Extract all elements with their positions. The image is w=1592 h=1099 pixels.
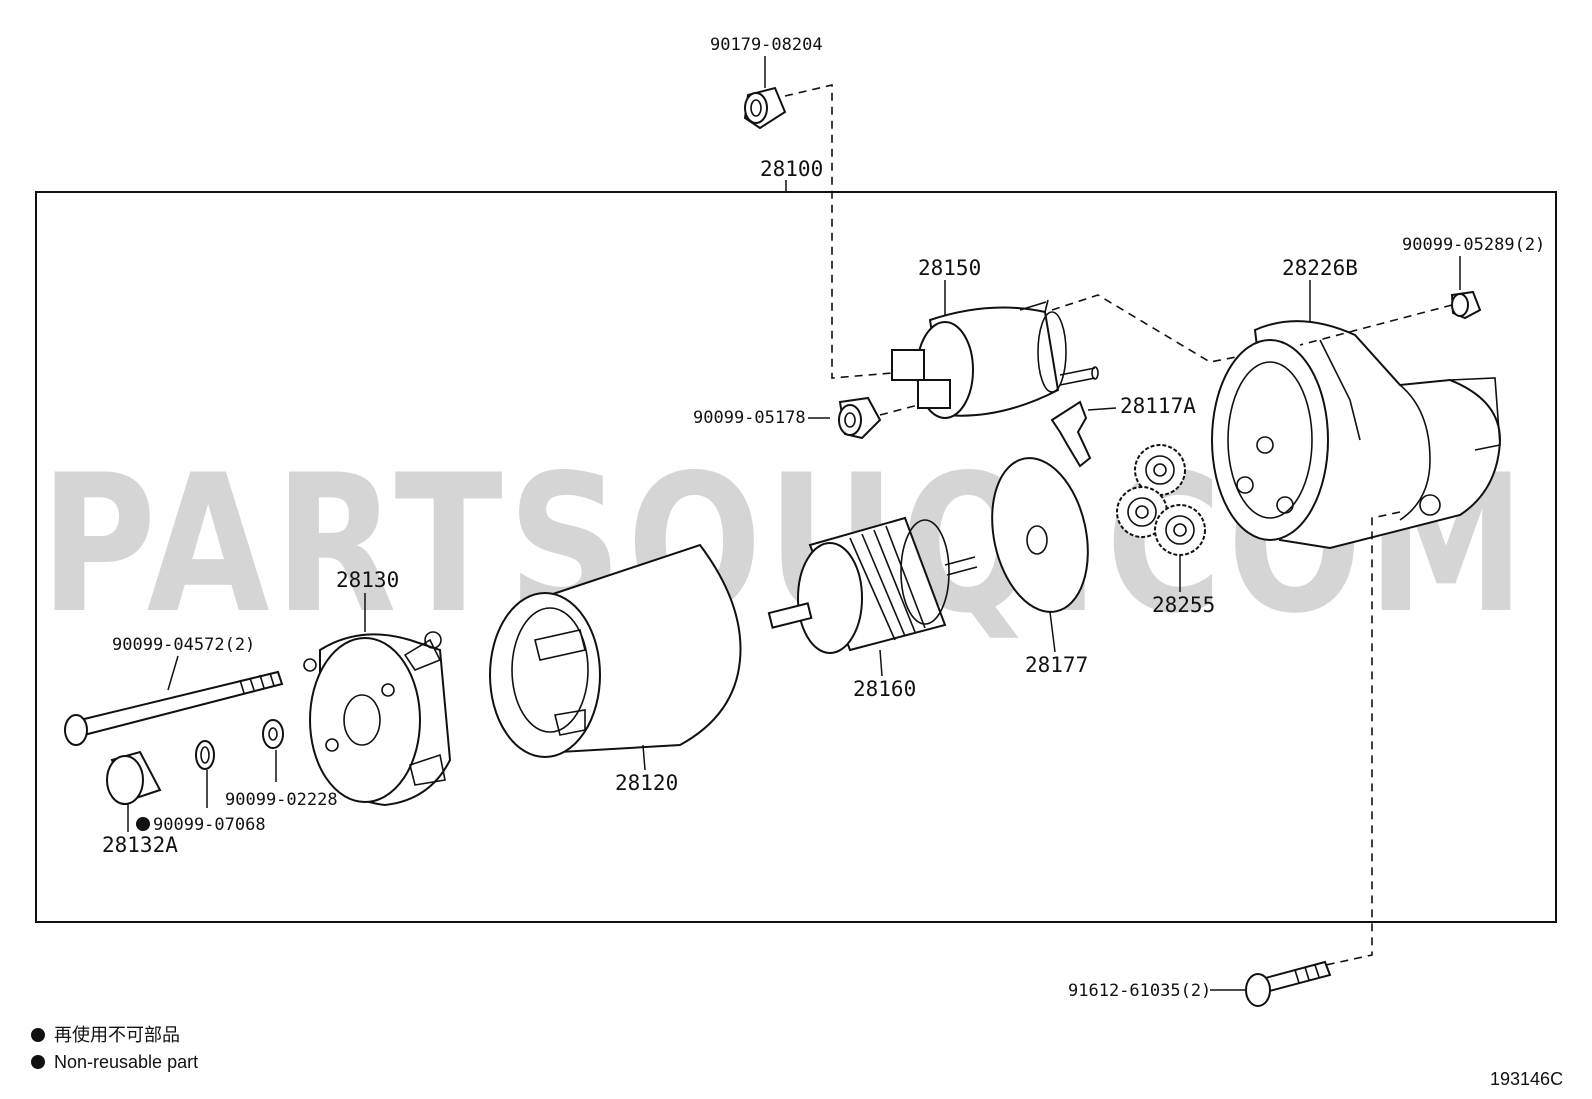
- label-90099-05289[interactable]: 90099-05289(2): [1402, 235, 1545, 255]
- dash-90179-to-solenoid: [784, 83, 906, 379]
- nut-90179-08204[interactable]: [743, 86, 787, 130]
- legend-japanese: 再使用不可部品: [54, 1025, 180, 1045]
- label-28100[interactable]: 28100: [760, 157, 823, 181]
- legend-bullet-jp: [31, 1028, 45, 1042]
- label-28150[interactable]: 28150: [918, 256, 981, 280]
- armature-28160[interactable]: [767, 516, 978, 654]
- label-28177[interactable]: 28177: [1025, 653, 1088, 677]
- non-reusable-mark: [136, 817, 150, 831]
- label-28160[interactable]: 28160: [853, 677, 916, 701]
- ring-90099-07068[interactable]: [195, 740, 215, 770]
- dash-05178: [879, 404, 919, 416]
- label-90099-04572[interactable]: 90099-04572(2): [112, 635, 255, 655]
- cap-28132A[interactable]: [106, 750, 162, 805]
- label-28117A[interactable]: 28117A: [1120, 394, 1196, 418]
- label-91612-61035[interactable]: 91612-61035(2): [1068, 981, 1211, 1001]
- diagram-code: 193146C: [1490, 1069, 1563, 1089]
- label-90179-08204[interactable]: 90179-08204: [710, 35, 823, 55]
- label-28132A[interactable]: 28132A: [102, 833, 178, 857]
- dash-05289: [1299, 304, 1453, 346]
- label-28130[interactable]: 28130: [336, 568, 399, 592]
- solenoid-28150[interactable]: [891, 299, 1099, 419]
- yoke-28120[interactable]: [489, 543, 742, 758]
- assembly-frame: [35, 191, 1557, 923]
- label-28120[interactable]: 28120: [615, 771, 678, 795]
- legend-english: Non-reusable part: [54, 1052, 198, 1072]
- label-90099-05178[interactable]: 90099-05178: [693, 408, 806, 428]
- label-90099-02228[interactable]: 90099-02228: [225, 790, 338, 810]
- label-28226B[interactable]: 28226B: [1282, 256, 1358, 280]
- nut-90099-05178[interactable]: [838, 396, 882, 440]
- label-28255[interactable]: 28255: [1152, 593, 1215, 617]
- gears-28255[interactable]: [1116, 444, 1206, 556]
- bolt-90099-04572[interactable]: [64, 670, 284, 746]
- housing-28226B[interactable]: [1211, 320, 1502, 550]
- label-90099-07068[interactable]: 90099-07068: [153, 815, 266, 835]
- nut-90099-05289[interactable]: [1450, 290, 1482, 320]
- dash-91612: [1311, 511, 1401, 969]
- plate-28177[interactable]: [979, 449, 1101, 621]
- washer-90099-02228[interactable]: [262, 719, 284, 749]
- legend-bullet-en: [31, 1055, 45, 1069]
- end-frame-28130[interactable]: [303, 631, 452, 807]
- lever-28117A[interactable]: [1050, 400, 1092, 468]
- bolt-91612-61035[interactable]: [1245, 960, 1332, 1007]
